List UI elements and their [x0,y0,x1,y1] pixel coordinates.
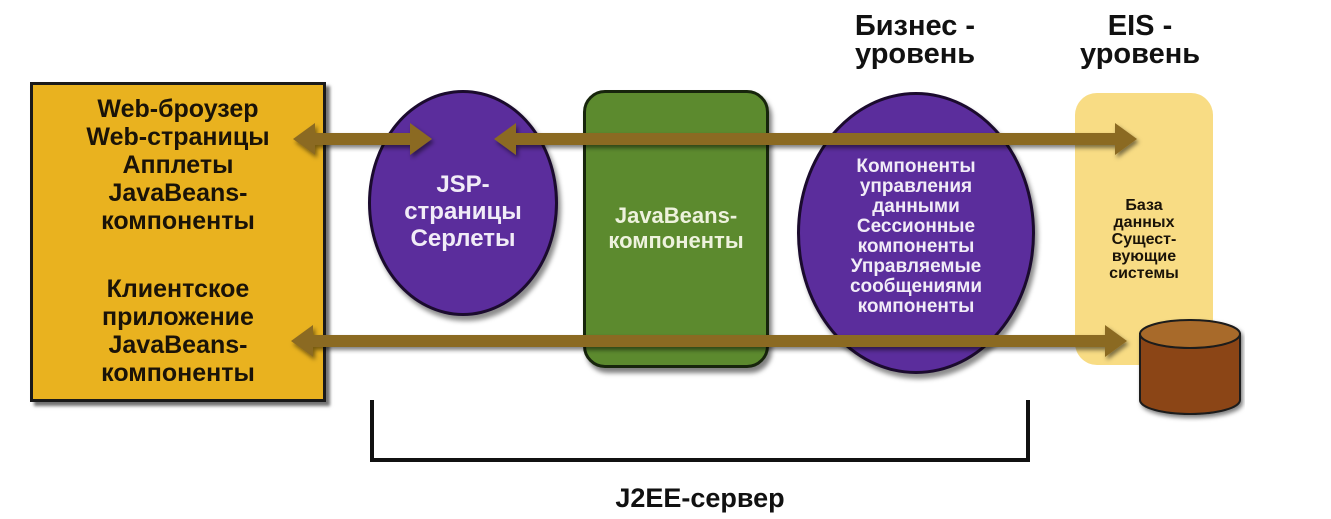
servlets-line: Серлеты [410,225,516,252]
business-line: Компоненты [856,156,976,177]
web-client-group: Web-броузер Web-страницы Апплеты JavaBea… [33,95,323,235]
business-line: сообщениями [849,276,983,297]
business-line: Сессионные [856,216,976,237]
business-line: Управляемые [850,256,982,277]
javabeans-box-text: JavaBeans- компоненты [586,203,766,253]
client-label: Клиентское [106,275,250,303]
javabeans-components-box: JavaBeans- компоненты [583,90,769,368]
components-line: компоненты [608,228,744,253]
business-header-line1: Бизнес - [854,10,976,42]
eis-line: вующие [1111,248,1177,265]
client-tier-box: Web-броузер Web-страницы Апплеты JavaBea… [30,82,326,402]
web-browser-label: Web-броузер [97,95,259,123]
business-tier-text: Компоненты управления данными Сессионные… [800,157,1032,317]
application-label: приложение [102,303,254,331]
business-line: данными [872,196,960,217]
javabeans-label: JavaBeans- [108,331,248,359]
eis-tier-header: EIS - уровень [1055,10,1225,70]
business-header-line2: уровень [854,38,976,70]
web-pages-label: Web-страницы [86,123,270,151]
eis-line: Сущест- [1111,231,1177,248]
j2ee-server-bracket [370,400,1030,462]
eis-line: База [1125,197,1163,214]
eis-line: данных [1113,214,1175,231]
components-label: компоненты [101,359,255,387]
business-tier-header: Бизнес - уровень [830,10,1000,70]
applets-label: Апплеты [122,151,234,179]
business-line: компоненты [857,236,975,257]
eis-tier-panel: База данных Сущест- вующие системы [1075,93,1213,365]
business-tier-ellipse: Компоненты управления данными Сессионные… [797,92,1035,374]
javabeans-label: JavaBeans- [108,179,248,207]
pages-line: страницы [404,198,522,225]
application-client-group: Клиентское приложение JavaBeans- компоне… [33,275,323,387]
jsp-line: JSP- [436,171,490,198]
business-line: управления [859,176,973,197]
javabeans-line: JavaBeans- [614,203,738,228]
web-tier-text: JSP- страницы Серлеты [371,171,555,252]
components-label: компоненты [101,207,255,235]
j2ee-server-label: J2EE-сервер [615,483,785,513]
eis-header-line1: EIS - [1107,10,1173,42]
eis-text: База данных Сущест- вующие системы [1075,197,1213,282]
business-line: компоненты [857,296,975,317]
web-tier-ellipse: JSP- страницы Серлеты [368,90,558,316]
eis-line: системы [1109,265,1179,282]
eis-header-line2: уровень [1079,38,1201,70]
